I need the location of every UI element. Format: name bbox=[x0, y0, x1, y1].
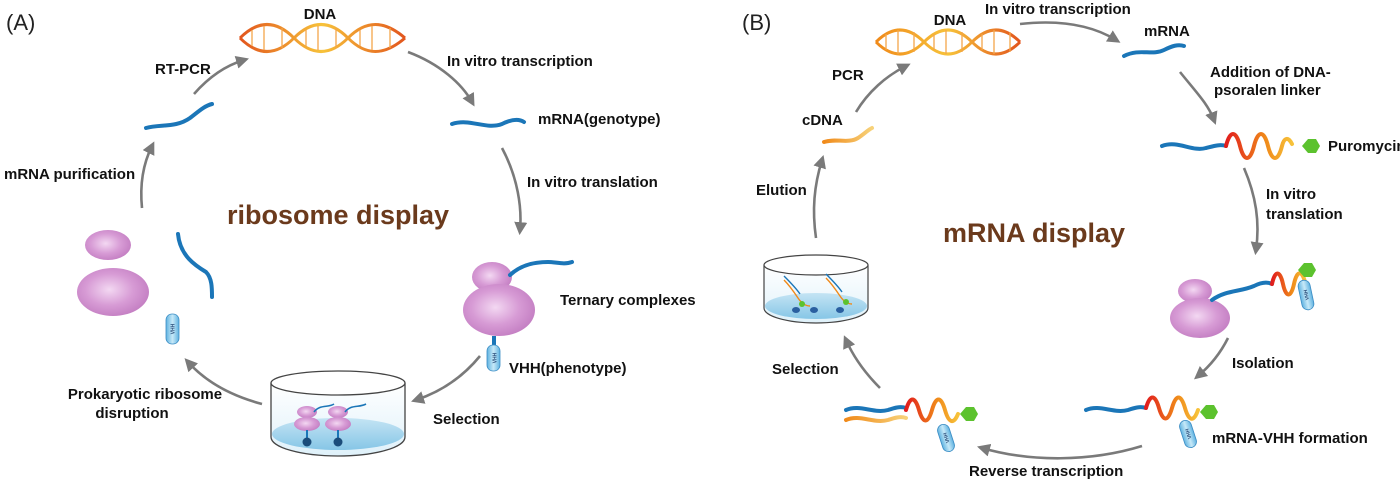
arrow-disruption bbox=[184, 358, 263, 406]
label-rt-pcr: RT-PCR bbox=[155, 61, 211, 78]
arrow-purification bbox=[140, 141, 155, 209]
arrow-transcription bbox=[407, 50, 475, 107]
label-prokaryotic-line1: Prokaryotic ribosome bbox=[68, 386, 222, 403]
label-in-vitro-translation: In vitro translation bbox=[527, 174, 658, 191]
vhh-tag-label: VHH bbox=[493, 352, 499, 363]
arrow-pcr bbox=[854, 63, 911, 113]
label-cdna: cDNA bbox=[802, 112, 843, 129]
mrna-vhh-fusion-icon: VHH bbox=[1084, 395, 1218, 449]
translation-complex-icon: VHH bbox=[1170, 263, 1316, 338]
panel-b: (B) mRNA display DNA In vitro transcript… bbox=[742, 1, 1400, 480]
label-ternary-complexes: Ternary complexes bbox=[560, 292, 696, 309]
label-in-vitro-line2: translation bbox=[1266, 206, 1343, 223]
label-addition-line2: psoralen linker bbox=[1214, 82, 1321, 99]
label-isolation: Isolation bbox=[1232, 355, 1294, 372]
purified-mrna-icon bbox=[144, 102, 214, 130]
label-mrna-purification: mRNA purification bbox=[4, 166, 135, 183]
panel-a-marker: (A) bbox=[6, 10, 35, 35]
label-pcr: PCR bbox=[832, 67, 864, 84]
vhh-complex-label: VHH bbox=[1303, 289, 1311, 301]
label-in-vitro-transcription: In vitro transcription bbox=[447, 53, 593, 70]
dna-helix-b-icon bbox=[874, 28, 1022, 56]
vhh-fusion-label: VHH bbox=[1184, 427, 1193, 439]
selection-dish-b-icon bbox=[763, 254, 869, 324]
label-vhh-phenotype: VHH(phenotype) bbox=[509, 360, 627, 377]
label-reverse-transcription: Reverse transcription bbox=[969, 463, 1123, 480]
label-mrna-vhh-formation: mRNA-VHH formation bbox=[1212, 430, 1368, 447]
label-selection-a: Selection bbox=[433, 411, 500, 428]
label-in-vitro-transcription-b: In vitro transcription bbox=[985, 1, 1131, 18]
arrow-reverse-transcription bbox=[977, 443, 1143, 460]
cdna-strand-icon bbox=[822, 126, 874, 144]
arrow-selection-b bbox=[843, 335, 881, 389]
arrow-selection-a bbox=[411, 355, 482, 404]
dna-helix-icon bbox=[238, 23, 406, 53]
arrow-rt-pcr bbox=[193, 56, 249, 95]
vhh-hybrid-label: VHH bbox=[942, 431, 951, 443]
mrna-b-icon bbox=[1122, 43, 1186, 58]
arrow-translation-b bbox=[1242, 167, 1264, 256]
arrow-translation bbox=[500, 147, 528, 236]
panel-b-title: mRNA display bbox=[943, 218, 1125, 248]
label-in-vitro-line1: In vitro bbox=[1266, 186, 1316, 203]
vhh-free-label: VHH bbox=[171, 323, 177, 334]
label-mrna-genotype: mRNA(genotype) bbox=[538, 111, 661, 128]
ternary-complex-icon: VHH bbox=[463, 259, 574, 372]
selection-dish-icon bbox=[270, 370, 406, 457]
label-prokaryotic-line2: disruption bbox=[95, 405, 168, 422]
label-selection-b: Selection bbox=[772, 361, 839, 378]
panel-a: (A) ribosome display DNA In vitro transc… bbox=[4, 6, 696, 457]
cdna-hybrid-icon: VHH bbox=[844, 397, 978, 453]
label-dna: DNA bbox=[304, 6, 337, 23]
label-puromycin: Puromycin bbox=[1328, 138, 1400, 155]
label-elution: Elution bbox=[756, 182, 807, 199]
disrupted-ribosome-icon: VHH bbox=[77, 230, 214, 345]
label-addition-line1: Addition of DNA- bbox=[1210, 64, 1331, 81]
arrow-elution bbox=[812, 155, 826, 239]
label-mrna-b: mRNA bbox=[1144, 23, 1190, 40]
arrow-linker bbox=[1178, 71, 1218, 125]
label-dna-b: DNA bbox=[934, 12, 967, 29]
arrow-isolation bbox=[1194, 337, 1230, 380]
panel-b-marker: (B) bbox=[742, 10, 771, 35]
puromycin-hexagon-icon bbox=[1302, 139, 1320, 153]
panel-a-title: ribosome display bbox=[227, 200, 449, 230]
mrna-strand-icon bbox=[450, 117, 526, 128]
puromycin-construct-icon bbox=[1160, 132, 1320, 160]
arrow-transcription-b bbox=[1019, 21, 1121, 43]
